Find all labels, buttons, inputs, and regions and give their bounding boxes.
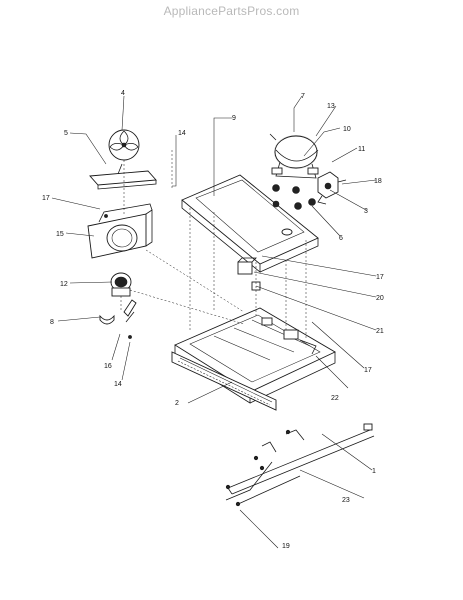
wire-harness [225, 423, 375, 507]
callout-17-left: 17 [42, 195, 50, 202]
callout-12: 12 [60, 281, 68, 288]
callout-9: 9 [232, 115, 236, 122]
compressor-grommets [272, 184, 316, 210]
fan-motor [110, 272, 132, 297]
fan-blade [108, 129, 140, 161]
callout-3: 3 [364, 208, 368, 215]
watermark: AppliancePartsPros.com [163, 4, 300, 18]
callout-14-bottom: 14 [114, 381, 122, 388]
assembly-lines [120, 150, 307, 340]
callout-17-right-bottom: 17 [364, 367, 372, 374]
condenser-cover [181, 174, 319, 273]
compressor [269, 133, 319, 179]
callout-13: 13 [327, 103, 335, 110]
callout-18: 18 [374, 178, 382, 185]
base-pan [174, 307, 336, 404]
callout-16: 16 [104, 363, 112, 370]
drain-rail [171, 351, 277, 411]
callout-21: 21 [376, 328, 384, 335]
callout-11: 11 [358, 146, 365, 153]
callout-labels: 4 5 14 17 15 12 8 16 14 9 7 13 10 11 18 … [42, 90, 384, 550]
callout-23: 23 [342, 497, 350, 504]
callout-22: 22 [331, 395, 339, 402]
callout-15: 15 [56, 231, 64, 238]
fan-motor-housing [87, 203, 153, 259]
callout-1: 1 [372, 468, 376, 475]
capacitor [237, 257, 261, 291]
callout-8: 8 [50, 319, 54, 326]
callout-17-right-top: 17 [376, 274, 384, 281]
motor-mount-parts [99, 299, 137, 339]
callout-10: 10 [343, 126, 351, 133]
leader-lines [51, 95, 377, 549]
callout-20: 20 [376, 295, 384, 302]
callout-19: 19 [282, 543, 290, 550]
callout-2: 2 [175, 400, 179, 407]
callout-7: 7 [301, 93, 305, 100]
fan-bracket [89, 163, 157, 190]
callout-5: 5 [64, 130, 68, 137]
callout-14-top: 14 [178, 130, 186, 137]
relay-overload [317, 171, 347, 205]
callout-4: 4 [121, 90, 125, 97]
callout-6: 6 [339, 235, 343, 242]
